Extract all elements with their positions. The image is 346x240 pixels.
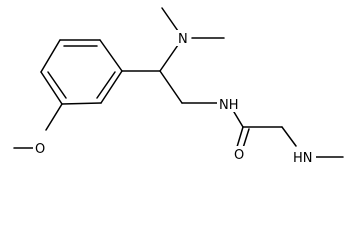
ch-ch2-bond <box>159 70 183 104</box>
benzene-ring <box>40 39 123 105</box>
carbonyl-double-bond <box>236 126 244 148</box>
atom-label: O <box>234 148 244 163</box>
ring-double-bond <box>96 71 116 99</box>
ch-n-bond <box>159 44 179 72</box>
atom-carbonyl-o: O <box>233 146 247 163</box>
carbonyl-double-bond <box>242 128 250 149</box>
ring-bond <box>61 102 102 105</box>
atom-amide-nh: NH <box>217 96 241 113</box>
n-methyl-bond <box>161 7 179 32</box>
ring-bond <box>100 70 123 104</box>
nh-carbonyl-bond <box>233 111 244 128</box>
chemical-structure: N NH O O HN <box>13 7 344 166</box>
atom-label: N <box>178 32 188 47</box>
atom-dimethylamino-n: N <box>176 30 190 47</box>
atom-label: NH <box>219 98 239 113</box>
ch2-nh-bond <box>281 126 297 147</box>
atom-label: HN <box>293 151 313 166</box>
atom-methylamino-nh: HN <box>292 148 316 166</box>
atom-label: O <box>35 142 45 157</box>
ring-bond <box>40 71 63 105</box>
ring-bond <box>40 39 61 73</box>
atom-methoxy-o: O <box>33 140 47 157</box>
aryl-o-bond <box>45 103 63 131</box>
ring-double-bond <box>47 71 67 99</box>
ring-bond <box>99 39 123 72</box>
